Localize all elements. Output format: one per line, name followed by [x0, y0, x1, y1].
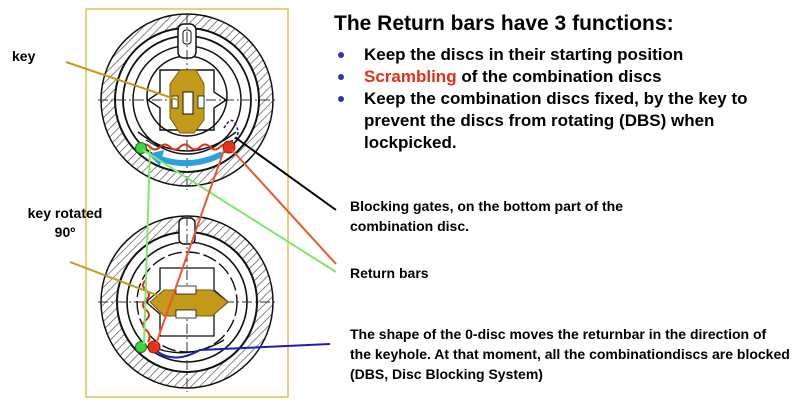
bullet-icon	[338, 52, 344, 58]
disc-shape-pointer-line	[157, 343, 331, 359]
function-item-3: Keep the combination discs fixed, by the…	[336, 88, 776, 154]
orange-return-bar-line-1	[231, 149, 337, 265]
return-bar-top	[139, 143, 231, 151]
bullet-icon	[338, 96, 344, 102]
label-blocking-gates: Blocking gates, on the bottom part of th…	[350, 198, 623, 234]
blocking-gates-pointer-line	[235, 137, 337, 211]
green-return-bar-line-1	[142, 149, 337, 273]
diagram-frame	[85, 8, 289, 398]
red-dot-bottom	[147, 340, 161, 354]
function-item-1: Keep the discs in their starting positio…	[336, 44, 776, 66]
scrambling-highlight: Scrambling	[364, 67, 457, 86]
top-disc	[98, 13, 278, 190]
green-dot-bottom	[135, 341, 147, 353]
label-disc-shape: The shape of the 0-disc moves the return…	[350, 326, 790, 382]
key-rotated-pointer-line	[69, 261, 171, 301]
label-return-bars: Return bars	[350, 265, 429, 281]
functions-list: Keep the discs in their starting positio…	[336, 44, 776, 154]
orange-return-bar-line-2	[155, 149, 225, 345]
function-item-2: Scrambling of the combination discs	[336, 66, 776, 88]
green-return-bar-line-2	[143, 147, 151, 345]
key-pointer-line	[65, 61, 179, 101]
bullet-icon	[338, 74, 344, 80]
key-shape-bottom	[149, 289, 229, 317]
label-key-rotated: key rotated 90º	[27, 205, 103, 240]
label-key: key	[12, 48, 36, 64]
bottom-disc	[98, 215, 278, 392]
page-title: The Return bars have 3 functions:	[334, 12, 674, 35]
rotation-arrow	[156, 151, 224, 167]
